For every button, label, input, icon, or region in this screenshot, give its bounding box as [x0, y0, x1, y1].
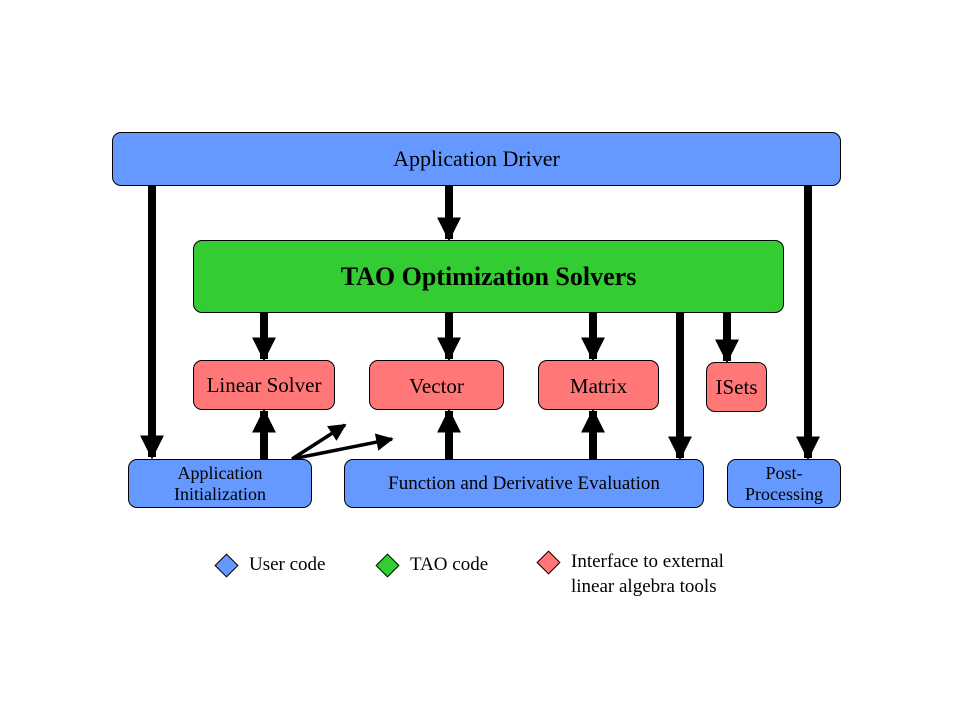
green-diamond-icon: [375, 553, 400, 578]
legend-interface-line1: Interface to external: [571, 551, 724, 572]
arrow-init-diag-up: [291, 423, 347, 461]
post-line2: Processing: [745, 483, 823, 504]
legend-interface-line2: linear algebra tools: [571, 575, 717, 597]
legend-interface: Interface to external linear algebra too…: [536, 550, 771, 599]
legend-interface-label: Interface to external linear algebra too…: [571, 550, 771, 599]
legend-user-code-label: User code: [249, 554, 326, 575]
application-initialization-text: Application Initialization: [174, 463, 266, 504]
post-processing-text: Post- Processing: [745, 463, 823, 504]
matrix-label: Matrix: [569, 374, 628, 398]
vector-box: Vector: [369, 360, 504, 410]
isets-box: ISets: [706, 362, 767, 412]
arrow-init-diag-right: [291, 433, 394, 461]
isets-label: ISets: [715, 374, 758, 399]
application-driver-label: Application Driver: [393, 146, 560, 172]
function-derivative-evaluation-box: Function and Derivative Evaluation: [344, 459, 704, 508]
tao-optimization-solvers-box: TAO Optimization Solvers: [193, 240, 784, 313]
legend-tao-code-label: TAO code: [410, 554, 489, 575]
application-driver-box: Application Driver: [112, 132, 841, 186]
red-diamond-icon: [536, 550, 561, 575]
application-initialization-box: Application Initialization: [128, 459, 312, 508]
linear-solver-label: Linear Solver: [206, 372, 322, 397]
blue-diamond-icon: [214, 553, 239, 578]
legend-tao-code: TAO code: [375, 553, 489, 578]
app-init-line2: Initialization: [174, 483, 266, 504]
post-processing-box: Post- Processing: [727, 459, 841, 508]
matrix-box: Matrix: [538, 360, 659, 410]
vector-label: Vector: [409, 374, 464, 398]
legend-user-code: User code: [214, 553, 326, 578]
tao-solvers-label: TAO Optimization Solvers: [340, 261, 637, 291]
post-line1: Post-: [765, 462, 803, 483]
app-init-line1: Application: [177, 462, 263, 483]
linear-solver-box: Linear Solver: [193, 360, 335, 410]
function-evaluation-label: Function and Derivative Evaluation: [388, 472, 660, 494]
